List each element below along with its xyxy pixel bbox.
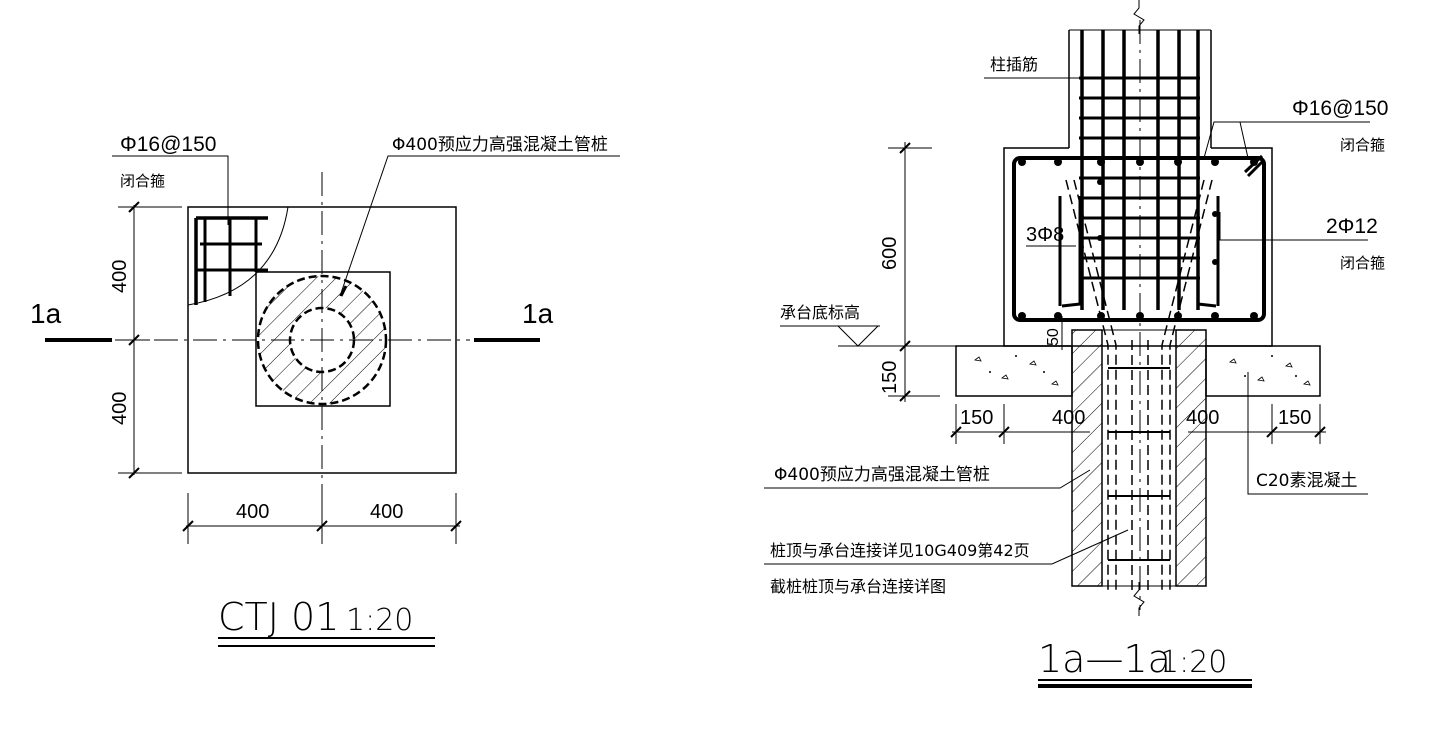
label-inner-bars: 3Φ8 [1026, 224, 1064, 246]
plan-scale: 1:20 [346, 603, 413, 638]
dim-b2-text: 400 [1052, 407, 1085, 429]
cap-elevation-marker [780, 325, 1004, 347]
plan-section-label-left: 1a [30, 298, 62, 329]
bedding-layer [955, 345, 1321, 397]
plan-dim-right-text: 400 [370, 501, 403, 523]
plan-section-label-right: 1a [522, 298, 554, 329]
plan-dim-horizontal [182, 493, 462, 544]
plan-title: CTJ 01 [218, 595, 339, 639]
cap-outline [1003, 147, 1273, 347]
label-column-bars: 柱插筋 [990, 55, 1038, 74]
plan-dim-top-text: 400 [109, 260, 131, 293]
plan-dim-left-text: 400 [236, 501, 269, 523]
pile-dowels [1065, 179, 1213, 590]
plan-dim-bottom-text: 400 [109, 392, 131, 425]
plan-stirrup-label: 闭合箍 [120, 172, 165, 190]
plan-cap-outline [187, 206, 457, 474]
cap-bar-dots [1018, 158, 1258, 320]
plan-dim-vertical [118, 201, 182, 479]
label-stirrup-right2: 闭合箍 [1340, 254, 1385, 272]
plan-pile-square [255, 271, 391, 407]
pile-walls [1071, 329, 1207, 587]
plan-rebar-label: Φ16@150 [120, 133, 216, 156]
label-stirrup-right: 闭合箍 [1340, 136, 1385, 154]
dim-b4-text: 150 [1278, 407, 1311, 429]
section-dim-horizontal [950, 404, 1326, 444]
dim-b1-text: 150 [960, 407, 993, 429]
cap-rebar-cage [1012, 154, 1266, 322]
label-connection: 桩顶与承台连接详见10G409第42页 [770, 541, 1030, 560]
label-concrete: C20素混凝土 [1256, 471, 1358, 491]
dowel-ties [1108, 367, 1170, 561]
label-bars-right: 2Φ12 [1326, 215, 1378, 238]
dim-b3-text: 400 [1186, 407, 1219, 429]
plan-pile-label: Φ400预应力高强混凝土管桩 [392, 135, 608, 155]
label-pile: Φ400预应力高强混凝土管桩 [774, 465, 990, 485]
dim-bed-text: 150 [879, 361, 901, 394]
section-scale: 1:20 [1160, 645, 1227, 680]
section-leaders [764, 77, 1370, 565]
section-dim-vertical [888, 142, 1063, 402]
label-detail: 截桩桩顶与承台连接详图 [770, 577, 946, 596]
break-line-top [1133, 0, 1145, 34]
plan-pile-ring [256, 274, 388, 406]
plan-rebar-leader [112, 155, 229, 225]
plan-pile-leader [339, 155, 620, 297]
plan-view [45, 155, 620, 647]
dim-height-text: 600 [879, 237, 901, 270]
plan-rebar-detail [187, 206, 289, 306]
section-title: 1a—1a [1038, 637, 1171, 681]
section-view [764, 0, 1370, 688]
break-line-bottom [1133, 582, 1145, 616]
label-cap-elevation: 承台底标高 [780, 303, 860, 322]
label-rebar-right: Φ16@150 [1292, 97, 1388, 120]
dim-cover-text: 50 [1045, 328, 1062, 346]
